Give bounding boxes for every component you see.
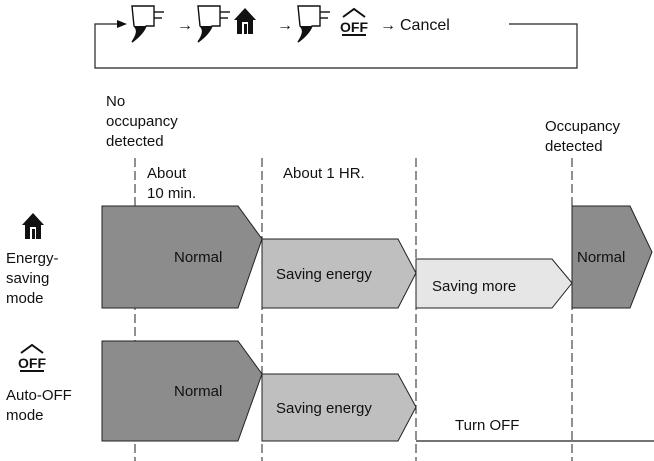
off-icon bbox=[339, 8, 370, 36]
state-normal-resumed bbox=[571, 205, 653, 309]
auto-off-mode-label: Auto-OFF mode bbox=[6, 387, 76, 424]
cancel-label: Cancel bbox=[400, 17, 450, 34]
state-normal-resumed-label: Normal bbox=[577, 249, 625, 266]
sequence-arrow: → bbox=[277, 17, 293, 34]
home-icon bbox=[22, 213, 44, 239]
state-saving-energy bbox=[261, 373, 417, 442]
sequence-arrow: → bbox=[177, 17, 193, 34]
state-saving-energy-label: Saving energy bbox=[276, 400, 372, 417]
sequence-arrow: → bbox=[380, 17, 396, 34]
off-icon bbox=[17, 344, 48, 372]
state-saving-more-label: Saving more bbox=[432, 278, 516, 295]
state-normal bbox=[101, 205, 263, 309]
cycle-return-arrowhead bbox=[117, 20, 127, 28]
sensor-icon bbox=[297, 5, 331, 43]
auto-off-mode-row: Auto-OFF mode Normal Saving energy Turn … bbox=[6, 340, 654, 442]
state-saving-more bbox=[415, 258, 573, 309]
sensor-icon bbox=[197, 5, 231, 43]
state-normal bbox=[101, 340, 263, 442]
state-normal-label: Normal bbox=[174, 383, 222, 400]
cycle-sequence: → → → Cancel bbox=[94, 5, 578, 69]
turn-off-label: Turn OFF bbox=[455, 417, 519, 434]
state-normal-label: Normal bbox=[174, 249, 222, 266]
cycle-return-line bbox=[94, 23, 578, 69]
sensor-icon bbox=[131, 5, 165, 43]
state-saving-energy-label: Saving energy bbox=[276, 266, 372, 283]
no-occupancy-label: No occupancy detected bbox=[106, 93, 182, 150]
about-1-hr-label: About 1 HR. bbox=[283, 165, 365, 182]
energy-saving-mode-row: Energy- saving mode Normal Saving energy… bbox=[6, 205, 653, 309]
about-10-min-label: About 10 min. bbox=[147, 165, 196, 202]
energy-saving-mode-label: Energy- saving mode bbox=[6, 250, 63, 307]
home-icon bbox=[234, 8, 256, 34]
occupancy-label: Occupancy detected bbox=[545, 118, 624, 155]
state-saving-energy bbox=[261, 238, 417, 309]
